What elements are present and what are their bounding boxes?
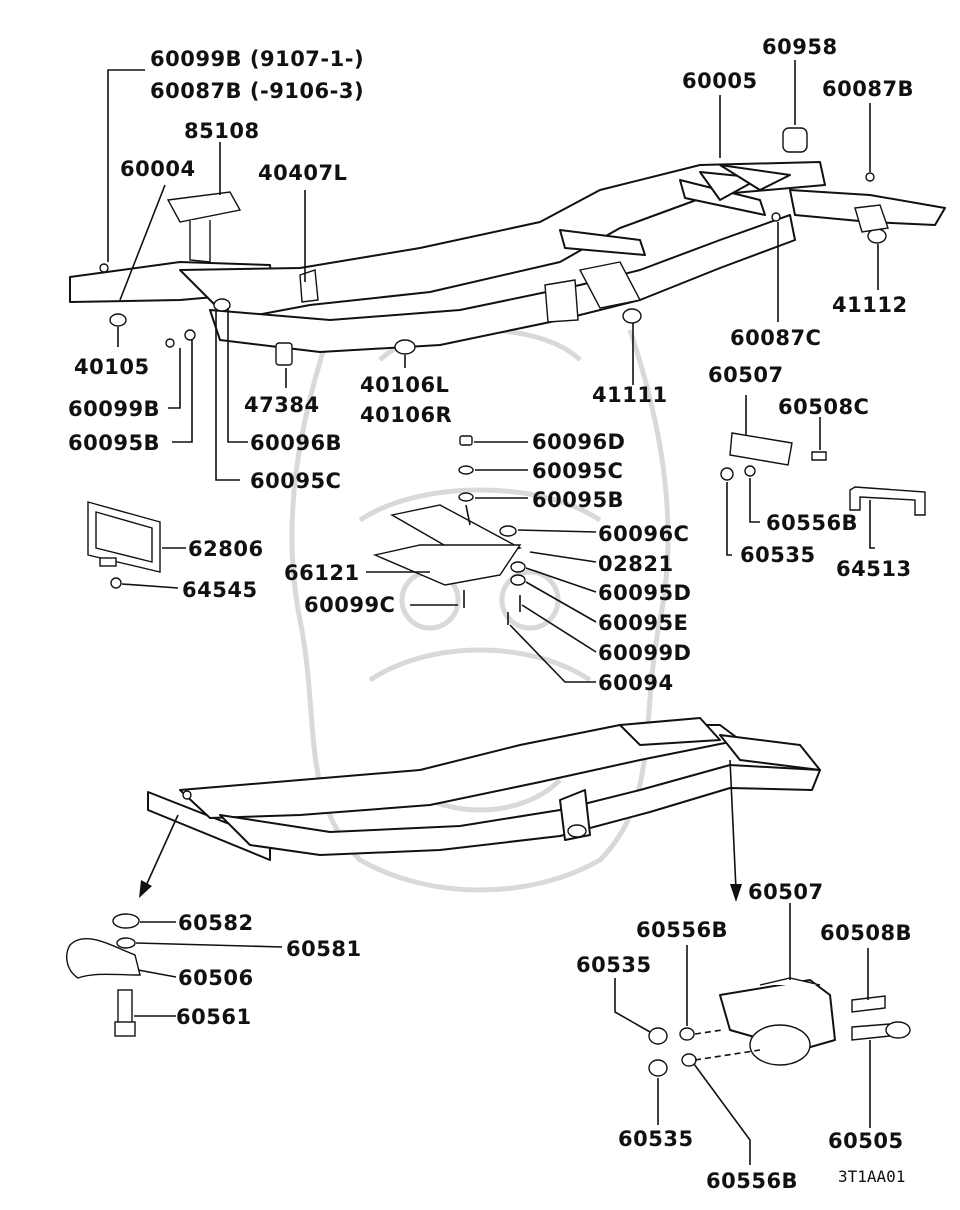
label-60095C: 60095C	[250, 469, 341, 493]
label-60087B-91063: 60087B (-9106-3)	[150, 79, 364, 103]
loose-parts-top	[99, 127, 875, 366]
label-60096D: 60096D	[532, 430, 626, 454]
label-60508B: 60508B	[820, 921, 912, 945]
label-41112: 41112	[832, 293, 908, 317]
label-60095C-center: 60095C	[532, 459, 623, 483]
label-60505: 60505	[828, 1129, 904, 1153]
label-60099B-91071: 60099B (9107-1-)	[150, 47, 364, 71]
label-60095B-center: 60095B	[532, 488, 624, 512]
label-60535: 60535	[740, 543, 816, 567]
label-60561: 60561	[176, 1005, 252, 1029]
label-60099C: 60099C	[304, 593, 395, 617]
warning-plate-part	[87, 501, 161, 589]
leader-lines	[107, 60, 879, 1165]
upper-frame-assembly	[69, 161, 946, 355]
label-60556B-lower: 60556B	[636, 918, 728, 942]
label-60096B: 60096B	[250, 431, 342, 455]
tow-hook-assembly	[648, 977, 911, 1077]
lower-frame-assembly	[147, 717, 821, 861]
center-hardware-stack	[372, 435, 526, 625]
label-60507-lower: 60507	[748, 880, 824, 904]
label-60535-lower-top: 60535	[576, 953, 652, 977]
label-60958: 60958	[762, 35, 838, 59]
bracket-parts-right	[720, 432, 926, 516]
label-60004: 60004	[120, 157, 196, 181]
label-60094: 60094	[598, 671, 674, 695]
label-60506: 60506	[178, 966, 254, 990]
label-60095B: 60095B	[68, 431, 160, 455]
label-60581: 60581	[286, 937, 362, 961]
label-64545: 64545	[182, 578, 258, 602]
label-60508C: 60508C	[778, 395, 869, 419]
label-60095D: 60095D	[598, 581, 692, 605]
label-40105: 40105	[74, 355, 150, 379]
label-60556B: 60556B	[766, 511, 858, 535]
label-60005: 60005	[682, 69, 758, 93]
label-64513: 64513	[836, 557, 912, 581]
label-40106L: 40106L	[360, 373, 449, 397]
label-60099D: 60099D	[598, 641, 692, 665]
label-60087C: 60087C	[730, 326, 821, 350]
label-60087B: 60087B	[822, 77, 914, 101]
label-41111: 41111	[592, 383, 668, 407]
label-60096C: 60096C	[598, 522, 689, 546]
label-40407L: 40407L	[258, 161, 347, 185]
label-60095E: 60095E	[598, 611, 688, 635]
label-60507: 60507	[708, 363, 784, 387]
part-labels: 60099B (9107-1-) 60087B (-9106-3) 85108 …	[68, 35, 914, 1193]
label-66121: 66121	[284, 561, 360, 585]
tow-hook-set	[66, 913, 141, 1037]
label-60556B-lower-bottom: 60556B	[706, 1169, 798, 1193]
label-47384: 47384	[244, 393, 320, 417]
label-60535-lower-bottom: 60535	[618, 1127, 694, 1151]
label-62806: 62806	[188, 537, 264, 561]
callout-arrows	[139, 759, 742, 902]
label-02821: 02821	[598, 552, 674, 576]
label-60582: 60582	[178, 911, 254, 935]
label-60099B: 60099B	[68, 397, 160, 421]
label-85108: 85108	[184, 119, 260, 143]
diagram-reference-code: 3T1AA01	[838, 1167, 905, 1186]
label-40106R: 40106R	[360, 403, 452, 427]
